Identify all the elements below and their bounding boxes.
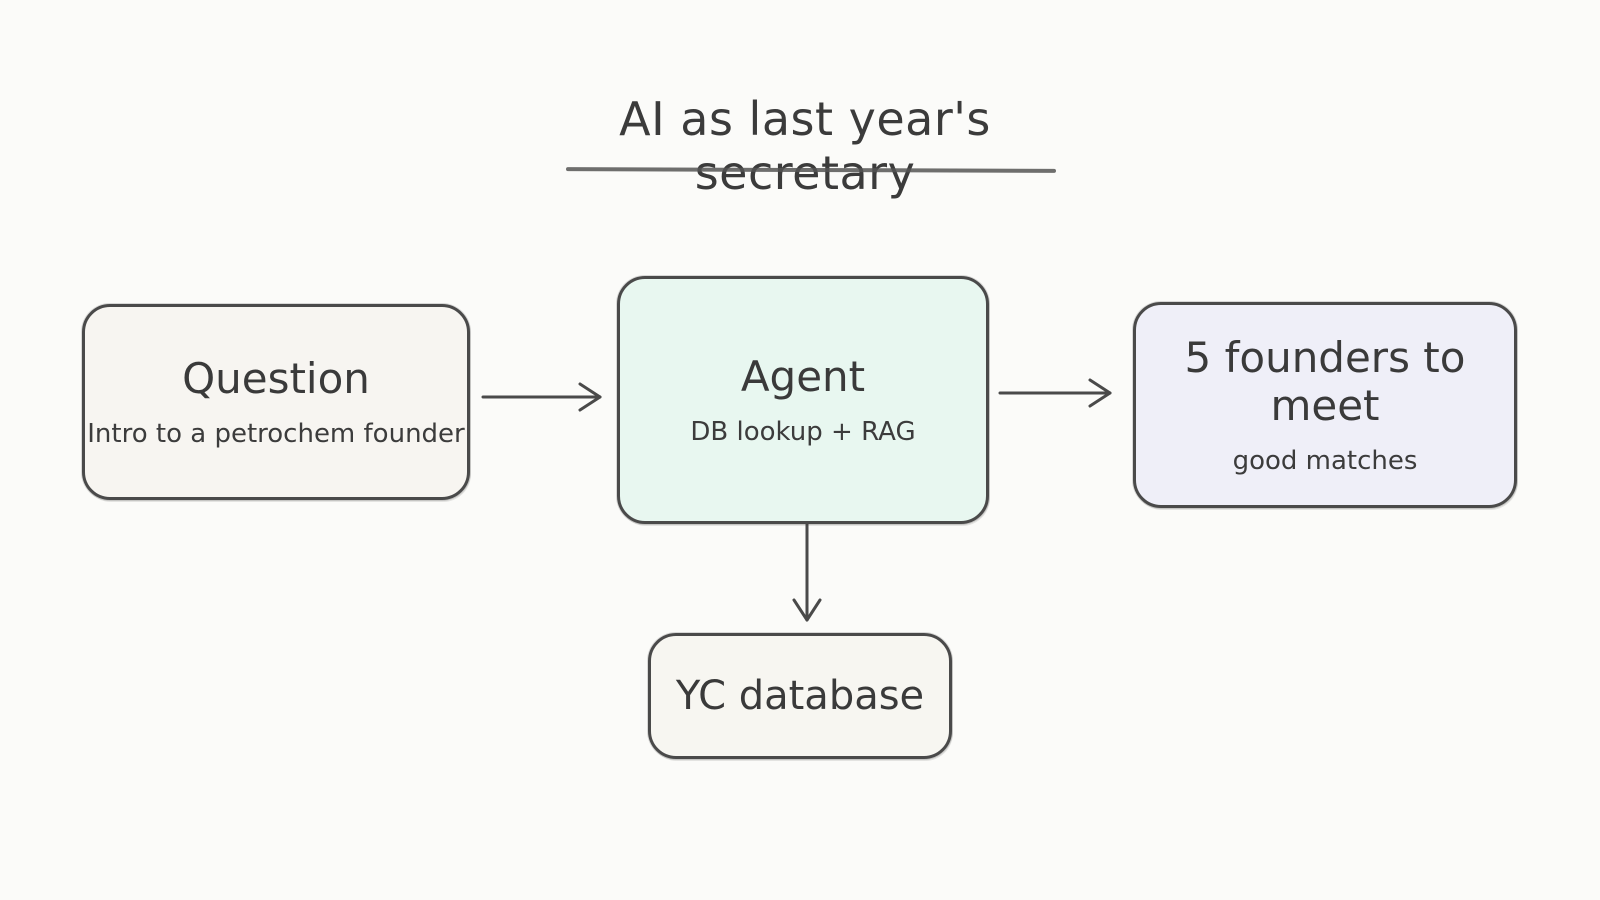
output-node: 5 founders to meet good matches <box>1133 302 1517 508</box>
question-node-subtitle: Intro to a petrochem founder <box>87 419 465 450</box>
question-node: Question Intro to a petrochem founder <box>82 304 470 500</box>
agent-node-subtitle: DB lookup + RAG <box>690 417 916 448</box>
output-node-title: 5 founders to meet <box>1184 332 1466 430</box>
agent-node-title: Agent <box>740 351 866 401</box>
arrow-agent-to-output <box>998 378 1112 408</box>
agent-node: Agent DB lookup + RAG <box>617 276 989 524</box>
question-node-title: Question <box>182 353 370 403</box>
diagram-title: AI as last year's secretary <box>619 92 991 200</box>
arrow-question-to-agent <box>481 382 602 412</box>
arrow-agent-to-database <box>792 522 822 622</box>
output-node-subtitle: good matches <box>1232 446 1418 477</box>
database-node-title: YC database <box>675 673 925 719</box>
database-node: YC database <box>648 633 952 759</box>
